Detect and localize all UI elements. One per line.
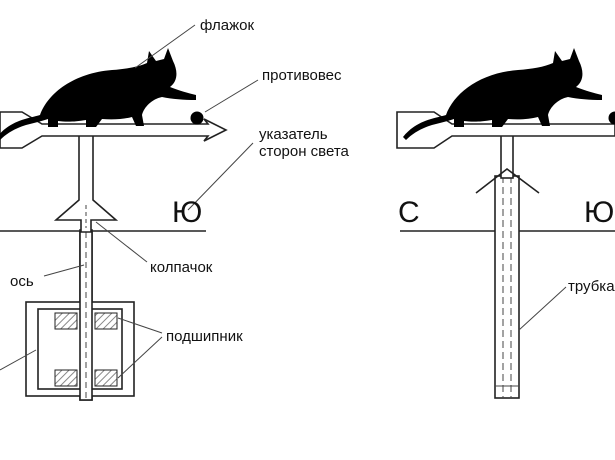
direction-south-right: Ю — [584, 196, 614, 229]
label-axis: ось — [10, 273, 34, 290]
right-weathervane: С Ю трубка — [396, 48, 615, 399]
right-cap — [475, 167, 540, 194]
left-weathervane: флажок противовес указатель сторон света… — [0, 17, 350, 401]
counterweight-ball — [190, 111, 204, 125]
label-bearing: подшипник — [166, 328, 243, 345]
direction-north: С — [398, 196, 420, 229]
label-counterweight: противовес — [262, 67, 342, 84]
bearing-top-right — [94, 312, 118, 330]
label-tube: трубка — [568, 278, 615, 295]
right-direction-pointer — [396, 111, 615, 149]
label-flag: флажок — [200, 17, 254, 34]
bearing-bottom-right — [94, 369, 118, 387]
label-cap: колпачок — [150, 259, 213, 276]
tube — [494, 175, 520, 399]
direction-pointer — [0, 111, 228, 149]
right-counterweight-ball — [608, 111, 615, 125]
bearing-bottom-left — [54, 369, 78, 387]
bearing-top-left — [54, 312, 78, 330]
direction-south-left: Ю — [172, 196, 202, 229]
label-pointer-1: указатель — [259, 126, 328, 143]
label-pointer-2: сторон света — [259, 143, 350, 160]
cap — [53, 133, 119, 233]
